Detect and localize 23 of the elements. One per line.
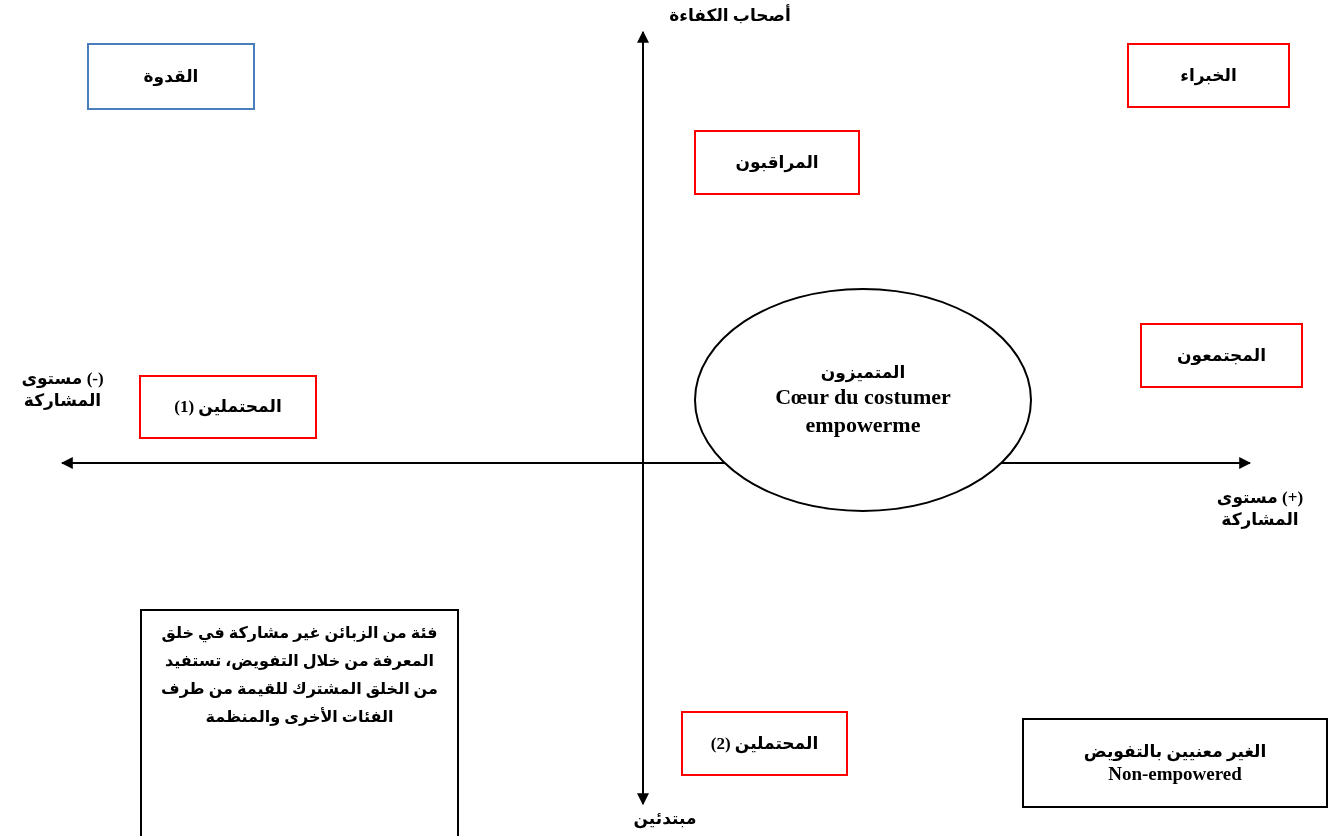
box-text: المراقبون [735, 151, 819, 174]
axis-label: أصحاب الكفاءة [668, 5, 792, 27]
category-box [1022, 718, 1328, 808]
note-box [140, 609, 459, 836]
axis-label: (+) مستوى المشاركة [1215, 487, 1305, 532]
axis-label: (-) مستوى المشاركة [20, 368, 105, 413]
box-text: فئة من الزبائن غير مشاركة في خلق المعرفة من خلال التفويض، تستفيد من الخلق المشترك للقيمة من طرف الفئات الأخرى والمنظمة [160, 623, 439, 728]
category-box [694, 130, 860, 195]
box-text: الغير معنيين بالتفويض [1083, 740, 1267, 762]
category-box [139, 375, 317, 439]
box-text: القدوة [143, 65, 199, 88]
category-box [681, 711, 848, 776]
box-text: Non-empowered [1108, 762, 1242, 786]
category-box [1140, 323, 1303, 388]
category-box [87, 43, 255, 110]
box-text: الخبراء [1180, 64, 1237, 87]
box-text: المحتملين (2) [710, 732, 819, 755]
box-text: المجتمعون [1177, 344, 1266, 367]
category-box [1127, 43, 1290, 108]
box-text: المتميزون [820, 361, 906, 384]
box-text: المحتملين (1) [174, 396, 282, 418]
box-text: Cœur du costumer empowerme [774, 383, 952, 439]
axis-label: مبتدئين [632, 808, 698, 831]
